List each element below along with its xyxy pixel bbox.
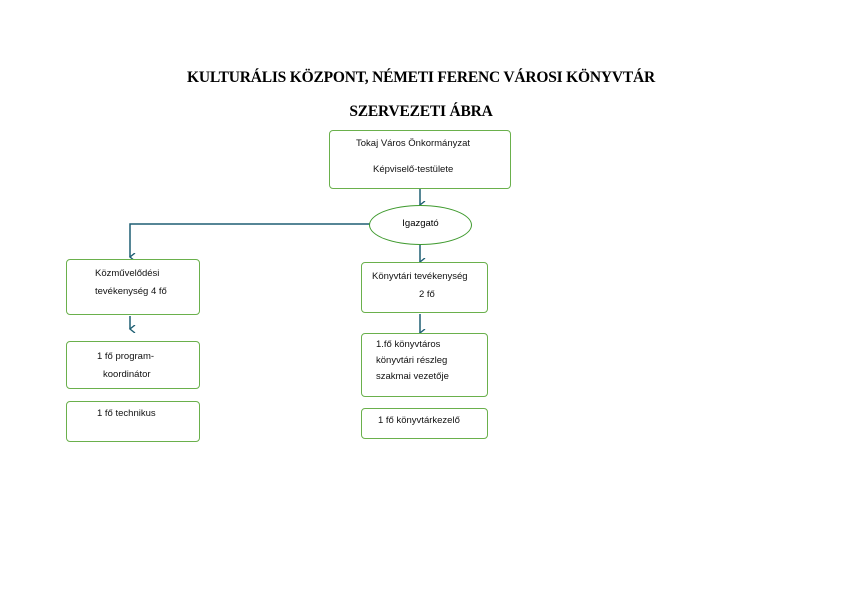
node-librarian: 1 fő könyvtárkezelő — [361, 408, 488, 439]
connector-director-to-culture — [130, 223, 372, 257]
node-library-activity: Könyvtári tevékenység 2 fő — [361, 262, 488, 313]
node-public-culture-activity: Közművelődési tevékenység 4 fő — [66, 259, 200, 315]
chart-subtitle: SZERVEZETI ÁBRA — [349, 103, 493, 120]
node-library-section-head: 1.fő könyvtáros könyvtári részleg szakma… — [361, 333, 488, 397]
chart-title: KULTURÁLIS KÖZPONT, NÉMETI FERENC VÁROSI… — [187, 69, 655, 86]
node-technician: 1 fő technikus — [66, 401, 200, 442]
node-director: Igazgató — [369, 205, 472, 245]
node-municipality-council: Tokaj Város Önkormányzat Képviselő-testü… — [329, 130, 511, 189]
node-program-coordinator: 1 fő program- koordinátor — [66, 341, 200, 389]
